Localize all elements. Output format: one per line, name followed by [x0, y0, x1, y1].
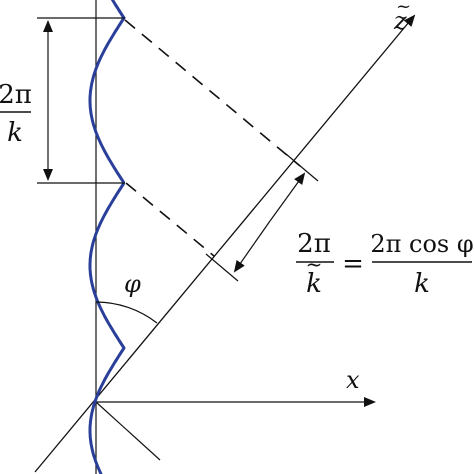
right-rhs-numerator: 2π cos φ [370, 230, 473, 258]
right-lhs-tilde: ~ [306, 252, 323, 276]
z-axis-label: z [393, 7, 407, 35]
wave-curve [88, 0, 126, 474]
z-axis-tilde: ~ [396, 0, 411, 17]
bracket-right-bottom-tick [205, 253, 239, 282]
right-rhs-denominator: k [414, 269, 430, 299]
x-axis-label: x [346, 366, 360, 394]
left-fraction-numerator: 2π [0, 80, 32, 110]
dashed-projection-upper [124, 19, 301, 167]
right-lhs-denominator: k [306, 269, 322, 299]
right-lhs-numerator: 2π [297, 229, 331, 259]
right-equals-sign: = [342, 249, 364, 279]
angle-label: φ [124, 270, 141, 298]
angle-arc [95, 301, 158, 324]
left-fraction-denominator: k [7, 118, 23, 148]
bracket-right-top-tick [285, 153, 319, 182]
bracket-right-arrow-b [233, 220, 271, 273]
auxiliary-line [95, 401, 161, 461]
bracket-right-arrow-a [269, 172, 306, 222]
dashed-projection-lower [125, 182, 215, 257]
